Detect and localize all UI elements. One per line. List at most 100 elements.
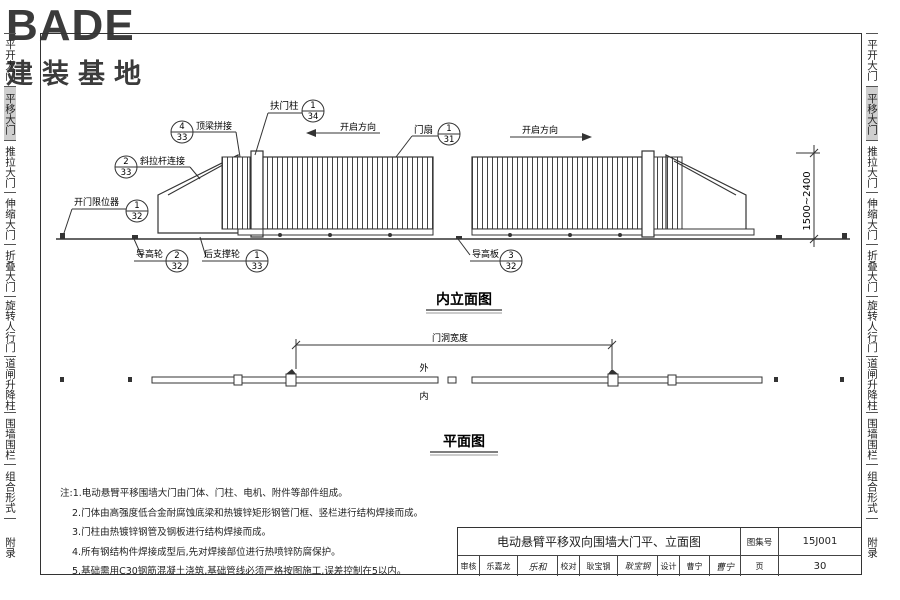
callout-xianweiqi: 开门限位器 1 32 xyxy=(63,196,149,234)
atlas-label: 图集号 xyxy=(741,528,779,555)
note-line-3: 3.门柱由热镀锌钢管及钢板进行结构焊接而成。 xyxy=(60,523,460,543)
note-line-4: 4.所有钢结构件焊接成型后,先对焊接部位进行热喷锌防腐保护。 xyxy=(60,543,460,563)
callout-houzhicheng: 后支撑轮 1 33 xyxy=(199,236,269,273)
elevation-title: 内立面图 xyxy=(436,291,492,308)
tab-label: 附录 xyxy=(4,536,16,558)
right-tab-shensuo[interactable]: 伸缩大门 xyxy=(866,193,878,245)
checker-signature: 耿宝钢 xyxy=(618,556,658,576)
gate-drawing: 1500~2400 开启方向 开启方向 扶门柱 1 34 门扇 1 31 4 3… xyxy=(56,99,850,456)
note-text: 3.门柱由热镀锌钢管及钢板进行结构焊接而成。 xyxy=(72,527,272,538)
callout-num: 1 xyxy=(446,124,451,134)
drawing-title: 电动悬臂平移双向围墙大门平、立面图 xyxy=(458,528,741,555)
right-tab-fulu[interactable]: 附录 xyxy=(866,519,878,575)
left-category-tabs: 平开大门 平移大门 推拉大门 伸缩大门 折叠大门 旋转人行门 道闸升降柱 围墙围… xyxy=(4,33,38,575)
open-direction-right: 开启方向 xyxy=(522,124,558,136)
callout-num: 2 xyxy=(174,251,179,261)
right-tab-daozha[interactable]: 道闸升降柱 xyxy=(866,357,878,413)
reviewer-name: 乐嘉龙 xyxy=(480,556,518,576)
height-dimension: 1500~2400 xyxy=(802,171,813,230)
note-text: 1.电动悬臂平移围墙大门由门体、门柱、电机、附件等部件组成。 xyxy=(72,488,348,499)
note-line-2: 2.门体由高强度低合金耐腐蚀底梁和热镀锌矩形钢管门框、竖栏进行结构焊接而成。 xyxy=(60,504,460,524)
note-line-1: 注:1.电动悬臂平移围墙大门由门体、门柱、电机、附件等部件组成。 xyxy=(60,484,460,504)
callout-label: 导高轮 xyxy=(136,248,163,260)
right-gate-leaf xyxy=(471,150,755,238)
tab-label: 道闸升降柱 xyxy=(866,358,878,411)
right-category-tabs: 平开大门 平移大门 推拉大门 伸缩大门 折叠大门 旋转人行门 道闸升降柱 围墙围… xyxy=(866,33,900,575)
tab-label: 附录 xyxy=(866,536,878,558)
callout-label: 后支撑轮 xyxy=(204,248,240,260)
left-tab-pingyi[interactable]: 平移大门 xyxy=(4,87,16,141)
callout-page: 32 xyxy=(506,262,517,272)
callout-num: 1 xyxy=(254,251,259,261)
tab-label: 组合形式 xyxy=(4,470,16,513)
left-tab-zhedie[interactable]: 折叠大门 xyxy=(4,245,16,297)
left-tab-pingkai[interactable]: 平开大门 xyxy=(4,33,16,87)
callout-dingliang: 4 33 顶梁拼接 xyxy=(170,120,241,158)
left-gate-post xyxy=(250,150,264,238)
tab-label: 推拉大门 xyxy=(866,145,878,188)
left-tab-weiqiang[interactable]: 围墙围栏 xyxy=(4,413,16,465)
callout-label: 开门限位器 xyxy=(74,196,119,208)
callout-page: 33 xyxy=(121,168,132,178)
tab-label: 旋转人行门 xyxy=(866,300,878,353)
page-number: 30 xyxy=(813,560,827,572)
right-tab-pingkai[interactable]: 平开大门 xyxy=(866,33,878,87)
plan-inside-label: 内 xyxy=(419,390,428,402)
left-tab-xuanzhuan[interactable]: 旋转人行门 xyxy=(4,297,16,357)
right-tab-pingyi[interactable]: 平移大门 xyxy=(866,87,878,141)
left-tab-shensuo[interactable]: 伸缩大门 xyxy=(4,193,16,245)
callout-num: 1 xyxy=(134,201,139,211)
tab-label: 伸缩大门 xyxy=(866,197,878,240)
tab-label: 伸缩大门 xyxy=(4,197,16,240)
reviewer-signature: 乐和 xyxy=(518,556,558,576)
plan-outside-label: 外 xyxy=(419,362,428,374)
tab-label: 围墙围栏 xyxy=(866,417,878,460)
tab-label: 折叠大门 xyxy=(4,249,16,292)
callout-menshan: 门扇 1 31 xyxy=(395,122,461,158)
right-tab-zuhe[interactable]: 组合形式 xyxy=(866,465,878,519)
right-tab-xuanzhuan[interactable]: 旋转人行门 xyxy=(866,297,878,357)
logo-brand: BADE xyxy=(6,1,135,50)
logo: BADE 建装基地 xyxy=(6,1,186,91)
callout-fuzhu: 扶门柱 1 34 xyxy=(254,99,325,156)
tab-label: 组合形式 xyxy=(866,470,878,513)
right-tab-tuila[interactable]: 推拉大门 xyxy=(866,141,878,193)
callout-num: 1 xyxy=(310,101,315,111)
logo-subtitle: 建装基地 xyxy=(6,59,150,90)
callout-page: 33 xyxy=(252,262,263,272)
callout-num: 2 xyxy=(123,157,128,167)
tab-label: 推拉大门 xyxy=(4,145,16,188)
note-line-5: 5.基础需用C30钢筋混凝土浇筑,基础管线必须严格按图施工,误差控制在5以内。 xyxy=(60,562,460,582)
notes: 注:1.电动悬臂平移围墙大门由门体、门柱、电机、附件等部件组成。 2.门体由高强… xyxy=(60,484,460,582)
right-tab-weiqiang[interactable]: 围墙围栏 xyxy=(866,413,878,465)
callout-daogaolun: 导高轮 2 32 xyxy=(133,238,189,273)
checker-name: 耿宝钢 xyxy=(580,556,618,576)
drawing-frame xyxy=(40,33,862,575)
callout-page: 31 xyxy=(444,135,455,145)
tab-label: 折叠大门 xyxy=(866,249,878,292)
designer-signature: 曹宁 xyxy=(710,556,741,576)
review-label: 审核 xyxy=(458,556,480,576)
callout-num: 4 xyxy=(179,122,184,132)
left-tab-daozha[interactable]: 道闸升降柱 xyxy=(4,357,16,413)
tab-label: 平开大门 xyxy=(4,39,16,81)
tab-label: 平移大门 xyxy=(866,92,878,135)
left-gate-leaf xyxy=(157,150,434,238)
left-tab-tuila[interactable]: 推拉大门 xyxy=(4,141,16,193)
callout-num: 3 xyxy=(508,251,513,261)
left-tab-zuhe[interactable]: 组合形式 xyxy=(4,465,16,519)
plan-view: 门洞宽度 外 内 xyxy=(60,332,844,402)
opening-width-label: 门洞宽度 xyxy=(432,332,468,344)
right-gate-post xyxy=(641,150,655,238)
right-tab-zhedie[interactable]: 折叠大门 xyxy=(866,245,878,297)
left-tab-fulu[interactable]: 附录 xyxy=(4,519,16,575)
callout-page: 34 xyxy=(308,112,319,122)
title-block: 电动悬臂平移双向围墙大门平、立面图 图集号 15J001 审核 乐嘉龙 乐和 校… xyxy=(457,527,862,576)
page-label: 页 xyxy=(741,556,779,576)
note-text: 5.基础需用C30钢筋混凝土浇筑,基础管线必须严格按图施工,误差控制在5以内。 xyxy=(72,566,407,577)
callout-page: 32 xyxy=(172,262,183,272)
design-label: 设计 xyxy=(658,556,680,576)
tab-label: 平开大门 xyxy=(866,39,878,81)
callout-daogaoban: 导高板 3 32 xyxy=(457,238,523,273)
callout-xielagan: 2 33 斜拉杆连接 xyxy=(114,155,201,180)
